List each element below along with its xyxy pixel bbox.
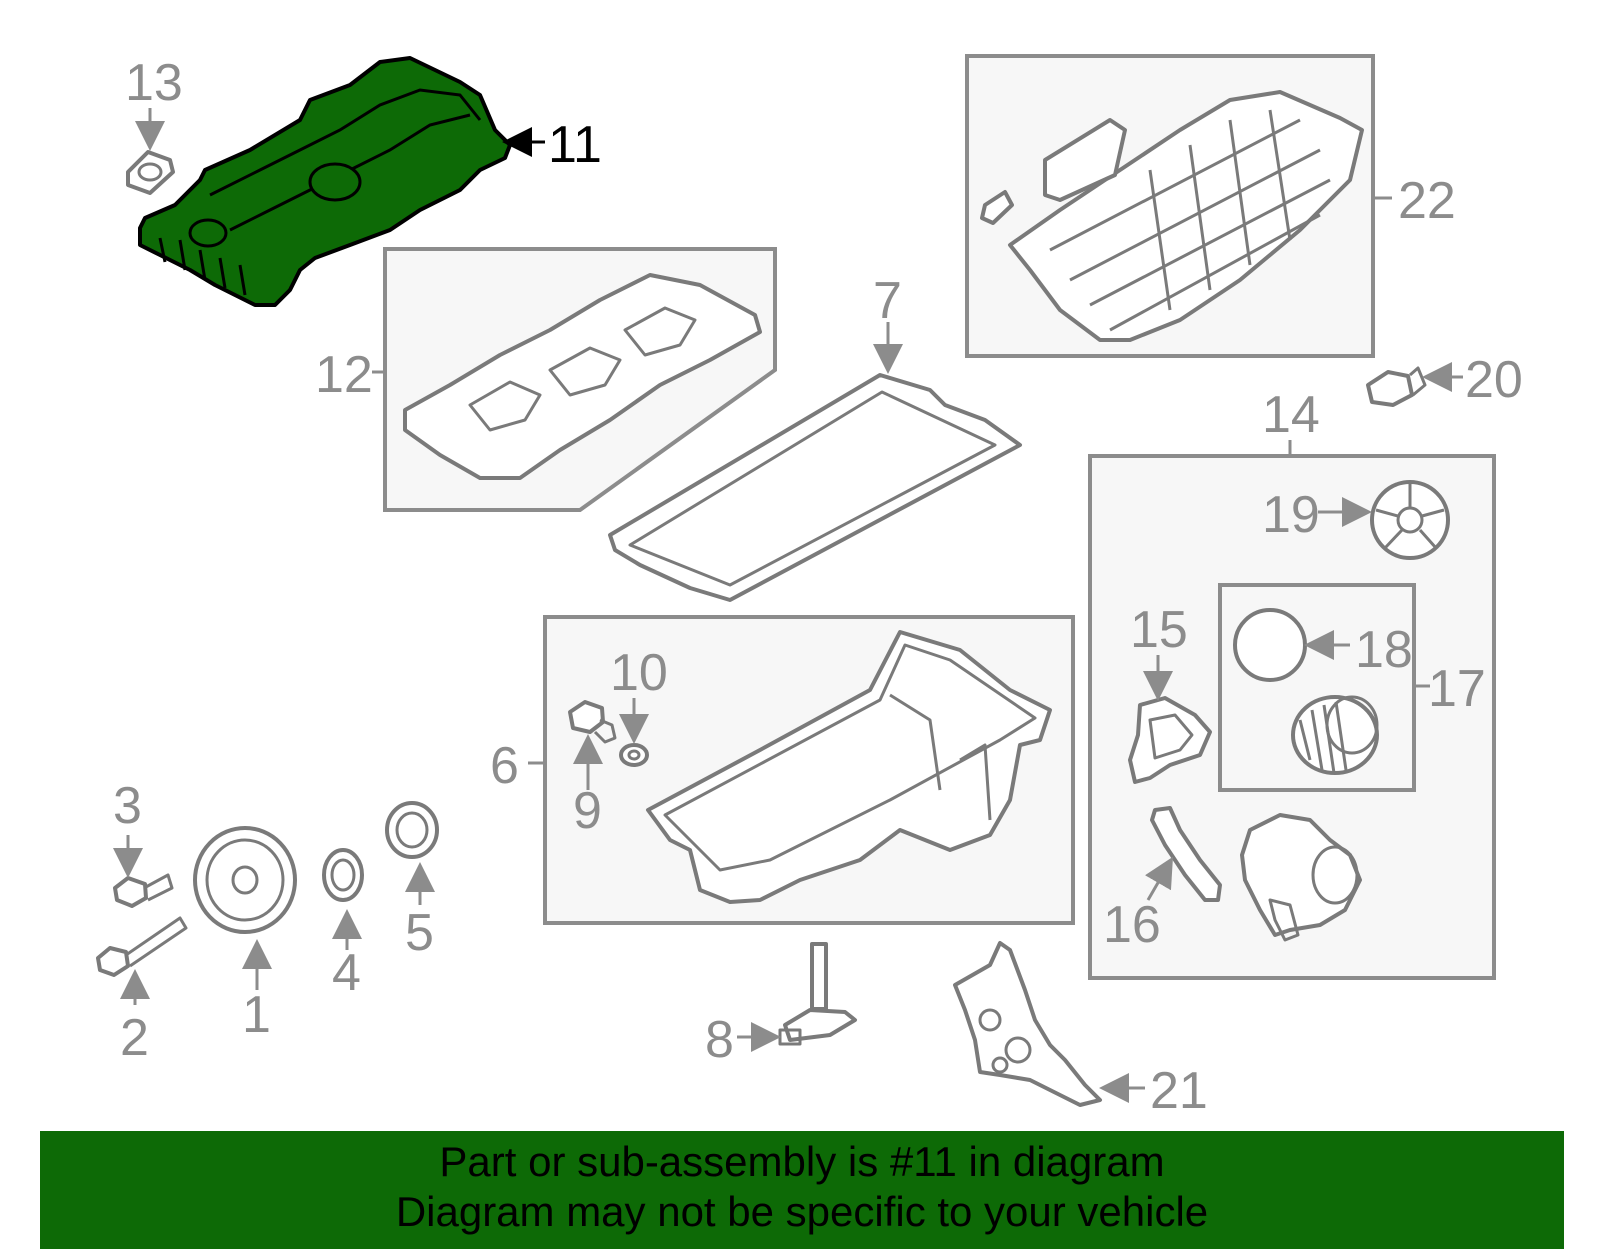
valve-cover-part-11[interactable]	[138, 56, 512, 307]
callout-21[interactable]: 21	[1150, 1062, 1208, 1120]
oil-level-sensor-part-8[interactable]	[778, 942, 857, 1046]
washer-part-10[interactable]	[619, 743, 649, 767]
oil-pump-part-21[interactable]	[953, 941, 1102, 1107]
callout-20[interactable]: 20	[1465, 351, 1523, 409]
callout-16[interactable]: 16	[1103, 896, 1161, 954]
callout-11[interactable]: 11	[548, 116, 602, 174]
oil-filter-housing	[1240, 813, 1362, 942]
callout-18[interactable]: 18	[1355, 621, 1413, 679]
callout-14[interactable]: 14	[1262, 386, 1320, 444]
gasket-part-7[interactable]	[608, 373, 1022, 602]
o-ring-part-18[interactable]	[1233, 608, 1307, 682]
bolt-part-2[interactable]	[96, 916, 188, 977]
sensor-part-20[interactable]	[1366, 366, 1427, 407]
seal-part-13[interactable]	[126, 150, 175, 195]
seal-part-16[interactable]	[1150, 806, 1222, 902]
callout-8[interactable]: 8	[705, 1011, 734, 1069]
callout-7[interactable]: 7	[873, 272, 902, 330]
callout-2[interactable]: 2	[120, 1009, 149, 1067]
callout-10[interactable]: 10	[610, 644, 668, 702]
drain-plug-part-9[interactable]	[568, 700, 617, 744]
gasket-part-15[interactable]	[1128, 696, 1212, 784]
callout-5[interactable]: 5	[405, 904, 434, 962]
info-banner: Part or sub-assembly is #11 in diagram D…	[40, 1131, 1564, 1249]
seal-part-5[interactable]	[385, 801, 439, 859]
banner-line-part-number: Part or sub-assembly is #11 in diagram	[439, 1138, 1165, 1185]
bolt-part-3[interactable]	[113, 873, 174, 908]
callout-17[interactable]: 17	[1428, 660, 1486, 718]
filter-element	[1291, 695, 1379, 775]
callout-19[interactable]: 19	[1262, 486, 1320, 544]
intake-manifold-part-22[interactable]	[980, 90, 1364, 342]
callout-6[interactable]: 6	[490, 737, 519, 795]
callout-9[interactable]: 9	[573, 782, 602, 840]
seal-part-4[interactable]	[322, 848, 364, 902]
callout-13[interactable]: 13	[125, 54, 183, 112]
gasket-part-12[interactable]	[403, 273, 762, 480]
oil-pan-part-6[interactable]	[646, 630, 1052, 904]
pulley-part-1[interactable]	[193, 826, 297, 934]
callout-15[interactable]: 15	[1130, 601, 1188, 659]
callout-12[interactable]: 12	[315, 346, 373, 404]
callout-1[interactable]: 1	[242, 986, 271, 1044]
callout-4[interactable]: 4	[332, 944, 361, 1002]
filter-cap-part-19[interactable]	[1370, 480, 1450, 560]
banner-line-disclaimer: Diagram may not be specific to your vehi…	[395, 1188, 1209, 1235]
callout-22[interactable]: 22	[1398, 172, 1456, 230]
callout-3[interactable]: 3	[113, 777, 142, 835]
